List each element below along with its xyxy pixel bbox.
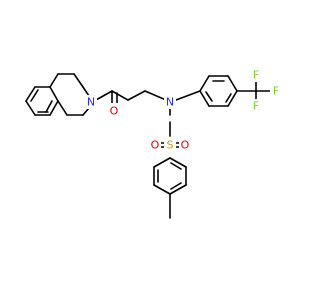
atom-o-carbonyl: O [110,105,119,118]
cf3-phenyl-ring [175,74,277,107]
tolyl-ring [153,157,187,219]
piperidine-ring [49,73,90,116]
atom-f-bottom: F [253,100,259,113]
atom-o-sulfonyl-right: O [181,139,190,152]
atom-n-amide: N [166,96,174,109]
atom-f-top: F [253,69,259,82]
molecule-structure: N N O S O O F F F [25,68,282,219]
atom-labels: N N O S O O F F F [85,68,282,152]
amide-linker [95,90,167,107]
atom-f-right: F [273,85,279,98]
benzo-ring [25,86,59,116]
atom-s-sulfonyl: S [167,139,174,152]
atom-n-ring: N [87,96,95,109]
atom-o-sulfonyl-left: O [151,139,160,152]
molecule-canvas: N N O S O O F F F [25,68,282,219]
